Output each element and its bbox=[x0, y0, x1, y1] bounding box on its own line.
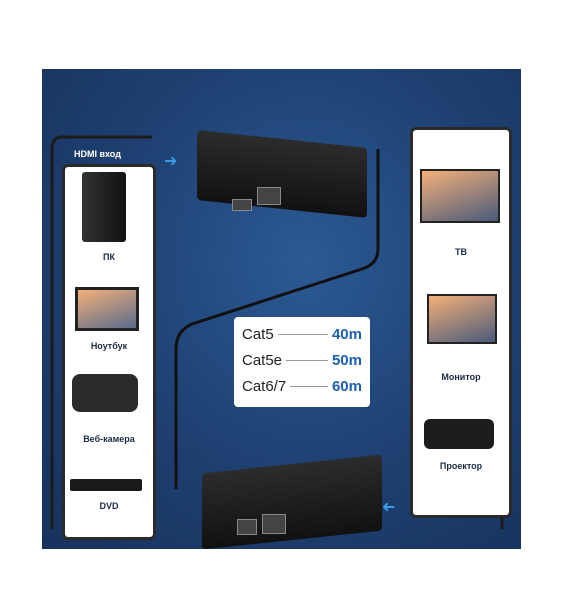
projector-label: Проектор bbox=[439, 461, 483, 471]
dvd-label: DVD bbox=[99, 501, 119, 511]
cable-type: Cat5e bbox=[242, 351, 283, 369]
output-arrow-icon: ➜ bbox=[382, 499, 396, 516]
rj45-port bbox=[257, 187, 281, 205]
dvd-player-image bbox=[70, 479, 142, 491]
tv-image bbox=[420, 169, 500, 223]
rj45-port-receiver bbox=[262, 514, 286, 534]
tv-label: ТВ bbox=[455, 247, 467, 257]
usb-port-receiver bbox=[237, 519, 257, 535]
webcam-image bbox=[72, 374, 138, 412]
cable-row: Cat6/7 60m bbox=[242, 373, 362, 399]
hdmi-input-label: HDMI вход bbox=[74, 149, 121, 159]
laptop-label: Ноутбук bbox=[90, 341, 128, 351]
hdmi-output-label: HDMI выход bbox=[436, 503, 491, 513]
usb-port bbox=[232, 199, 252, 211]
projector-image bbox=[424, 419, 494, 449]
cable-distance-card: Cat5 40m Cat5e 50m Cat6/7 60m bbox=[234, 317, 370, 407]
cable-distance: 40m bbox=[331, 325, 362, 343]
pc-tower-image bbox=[82, 172, 126, 242]
monitor-image bbox=[427, 294, 497, 344]
cable-row: Cat5 40m bbox=[242, 321, 362, 347]
cable-distance: 50m bbox=[331, 351, 362, 369]
pc-label: ПК bbox=[103, 252, 115, 262]
webcam-label: Веб-камера bbox=[83, 434, 135, 444]
cable-distance: 60m bbox=[331, 377, 362, 395]
laptop-image bbox=[75, 287, 139, 331]
product-scene: HDMI вход ПК Ноутбук Веб-камера DVD ТВ М… bbox=[42, 69, 521, 549]
cable-type: Cat5 bbox=[242, 325, 274, 343]
input-arrow-icon: ➜ bbox=[164, 153, 178, 170]
monitor-label: Монитор bbox=[441, 372, 481, 382]
cable-type: Cat6/7 bbox=[242, 377, 287, 395]
cable-row: Cat5e 50m bbox=[242, 347, 362, 373]
